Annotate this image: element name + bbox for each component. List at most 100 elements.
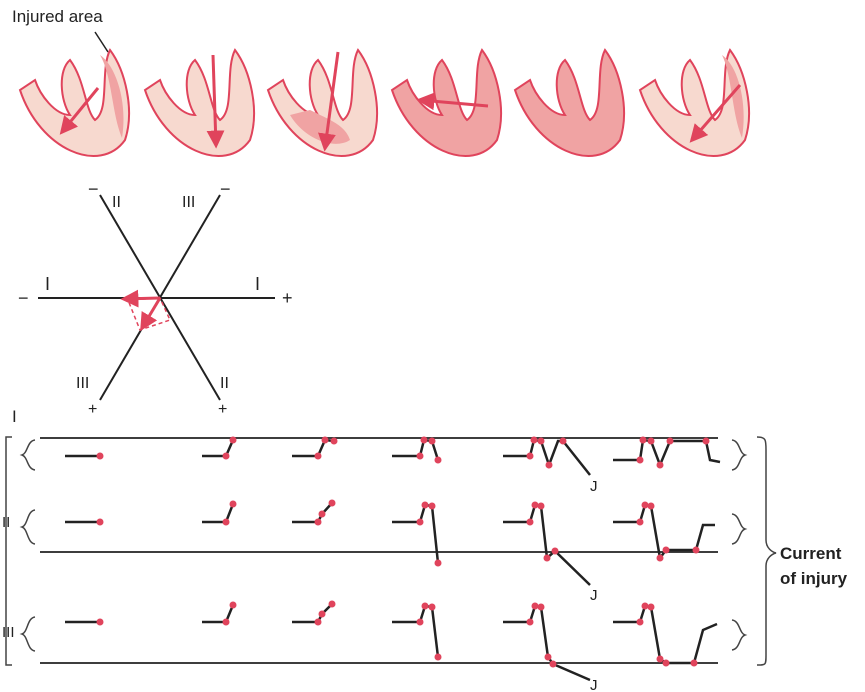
ecg-point: [315, 619, 322, 626]
hexaxial-diagram: I I − + II − II + III − III +: [18, 179, 293, 418]
j-point-label: J: [590, 677, 598, 692]
brace-left: [22, 510, 35, 544]
lead-I-label-right: I: [255, 274, 260, 294]
current-label-line1: Current: [780, 544, 842, 563]
ecg-point: [331, 438, 338, 445]
lead-II-plus: +: [218, 401, 227, 418]
ecg-point: [648, 604, 655, 611]
lead-III-minus: −: [220, 179, 231, 199]
ecg-point: [532, 502, 539, 509]
lead-III-row: III: [2, 601, 745, 692]
vector-arrow: [142, 298, 160, 328]
ecg-point: [527, 619, 534, 626]
lead-II-label-top: II: [112, 194, 121, 211]
lead-III-label-bottom: III: [76, 375, 89, 392]
ecg-point: [429, 438, 436, 445]
brace-left: [22, 617, 35, 651]
ecg-point: [417, 619, 424, 626]
lead-III-plus: +: [88, 401, 97, 418]
ecg-complex: [392, 505, 438, 563]
lead-I-minus: −: [18, 288, 29, 308]
ecg-point: [637, 519, 644, 526]
ecg-complex: [392, 606, 438, 657]
brace-right: [732, 440, 745, 470]
injured-area-pointer: [95, 32, 108, 52]
heart-6: [640, 50, 749, 156]
lead-III-row-label: III: [2, 624, 15, 641]
lead-I-plus: +: [282, 288, 293, 308]
ecg-point: [667, 438, 674, 445]
ecg-complex: [292, 503, 332, 522]
ecg-point: [329, 601, 336, 608]
ecg-point: [422, 603, 429, 610]
ecg-point: [435, 654, 442, 661]
ecg-point: [550, 661, 557, 668]
heart-1: [20, 50, 129, 156]
ecg-point: [422, 502, 429, 509]
ecg-point: [691, 660, 698, 667]
lead-II-row: II: [2, 500, 745, 605]
ecg-complex: [613, 606, 717, 663]
ecg-point: [429, 604, 436, 611]
ecg-point: [417, 453, 424, 460]
ecg-complex: [503, 440, 590, 475]
outer-bracket-right: [757, 437, 776, 665]
ecg-point: [97, 619, 104, 626]
brace-right: [732, 620, 745, 650]
ecg-point: [223, 453, 230, 460]
lead-I-label-left: I: [45, 274, 50, 294]
lead-III-label-top: III: [182, 194, 195, 211]
injured-area-label: Injured area: [12, 7, 103, 26]
heart-sequence: [20, 50, 749, 156]
ecg-point: [642, 603, 649, 610]
ecg-point: [544, 555, 551, 562]
ecg-point: [538, 438, 545, 445]
ecg-point: [223, 619, 230, 626]
ecg-point: [663, 660, 670, 667]
ecg-point: [329, 500, 336, 507]
ecg-point: [319, 511, 326, 518]
heart-4: [392, 50, 501, 156]
current-label-line2: of injury: [780, 569, 848, 588]
ecg-point: [693, 547, 700, 554]
ecg-point: [230, 501, 237, 508]
ecg-complex: [503, 606, 590, 680]
lead-II-row-label: II: [2, 514, 10, 531]
heart-3: [268, 50, 377, 156]
ecg-point: [663, 547, 670, 554]
ecg-point: [637, 619, 644, 626]
ecg-point: [640, 437, 647, 444]
ecg-point: [552, 548, 559, 555]
ecg-point: [315, 519, 322, 526]
lead-II-minus: −: [88, 179, 99, 199]
ecg-complex: [292, 604, 332, 622]
j-point-label: J: [590, 478, 598, 495]
ecg-point: [527, 453, 534, 460]
ecg-point: [435, 457, 442, 464]
ecg-point: [531, 437, 538, 444]
j-point-label: J: [590, 587, 598, 604]
ecg-point: [97, 519, 104, 526]
ecg-point: [560, 438, 567, 445]
ecg-point: [657, 462, 664, 469]
heart-5: [515, 50, 624, 156]
ecg-point: [657, 656, 664, 663]
brace-left: [22, 440, 35, 470]
lead-I-projection-arrow: [124, 298, 160, 299]
ecg-point: [532, 603, 539, 610]
ecg-point: [527, 519, 534, 526]
ecg-point: [435, 560, 442, 567]
lead-I-row-label: I: [12, 407, 17, 426]
ecg-point: [230, 437, 237, 444]
ecg-complex: [503, 505, 590, 585]
ecg-point: [648, 438, 655, 445]
lead-I-row: I: [12, 407, 745, 495]
ecg-point: [637, 457, 644, 464]
ecg-point: [545, 654, 552, 661]
ecg-point: [230, 602, 237, 609]
ecg-point: [546, 462, 553, 469]
ecg-point: [657, 555, 664, 562]
ecg-complex: [202, 504, 233, 522]
ecg-point: [648, 503, 655, 510]
